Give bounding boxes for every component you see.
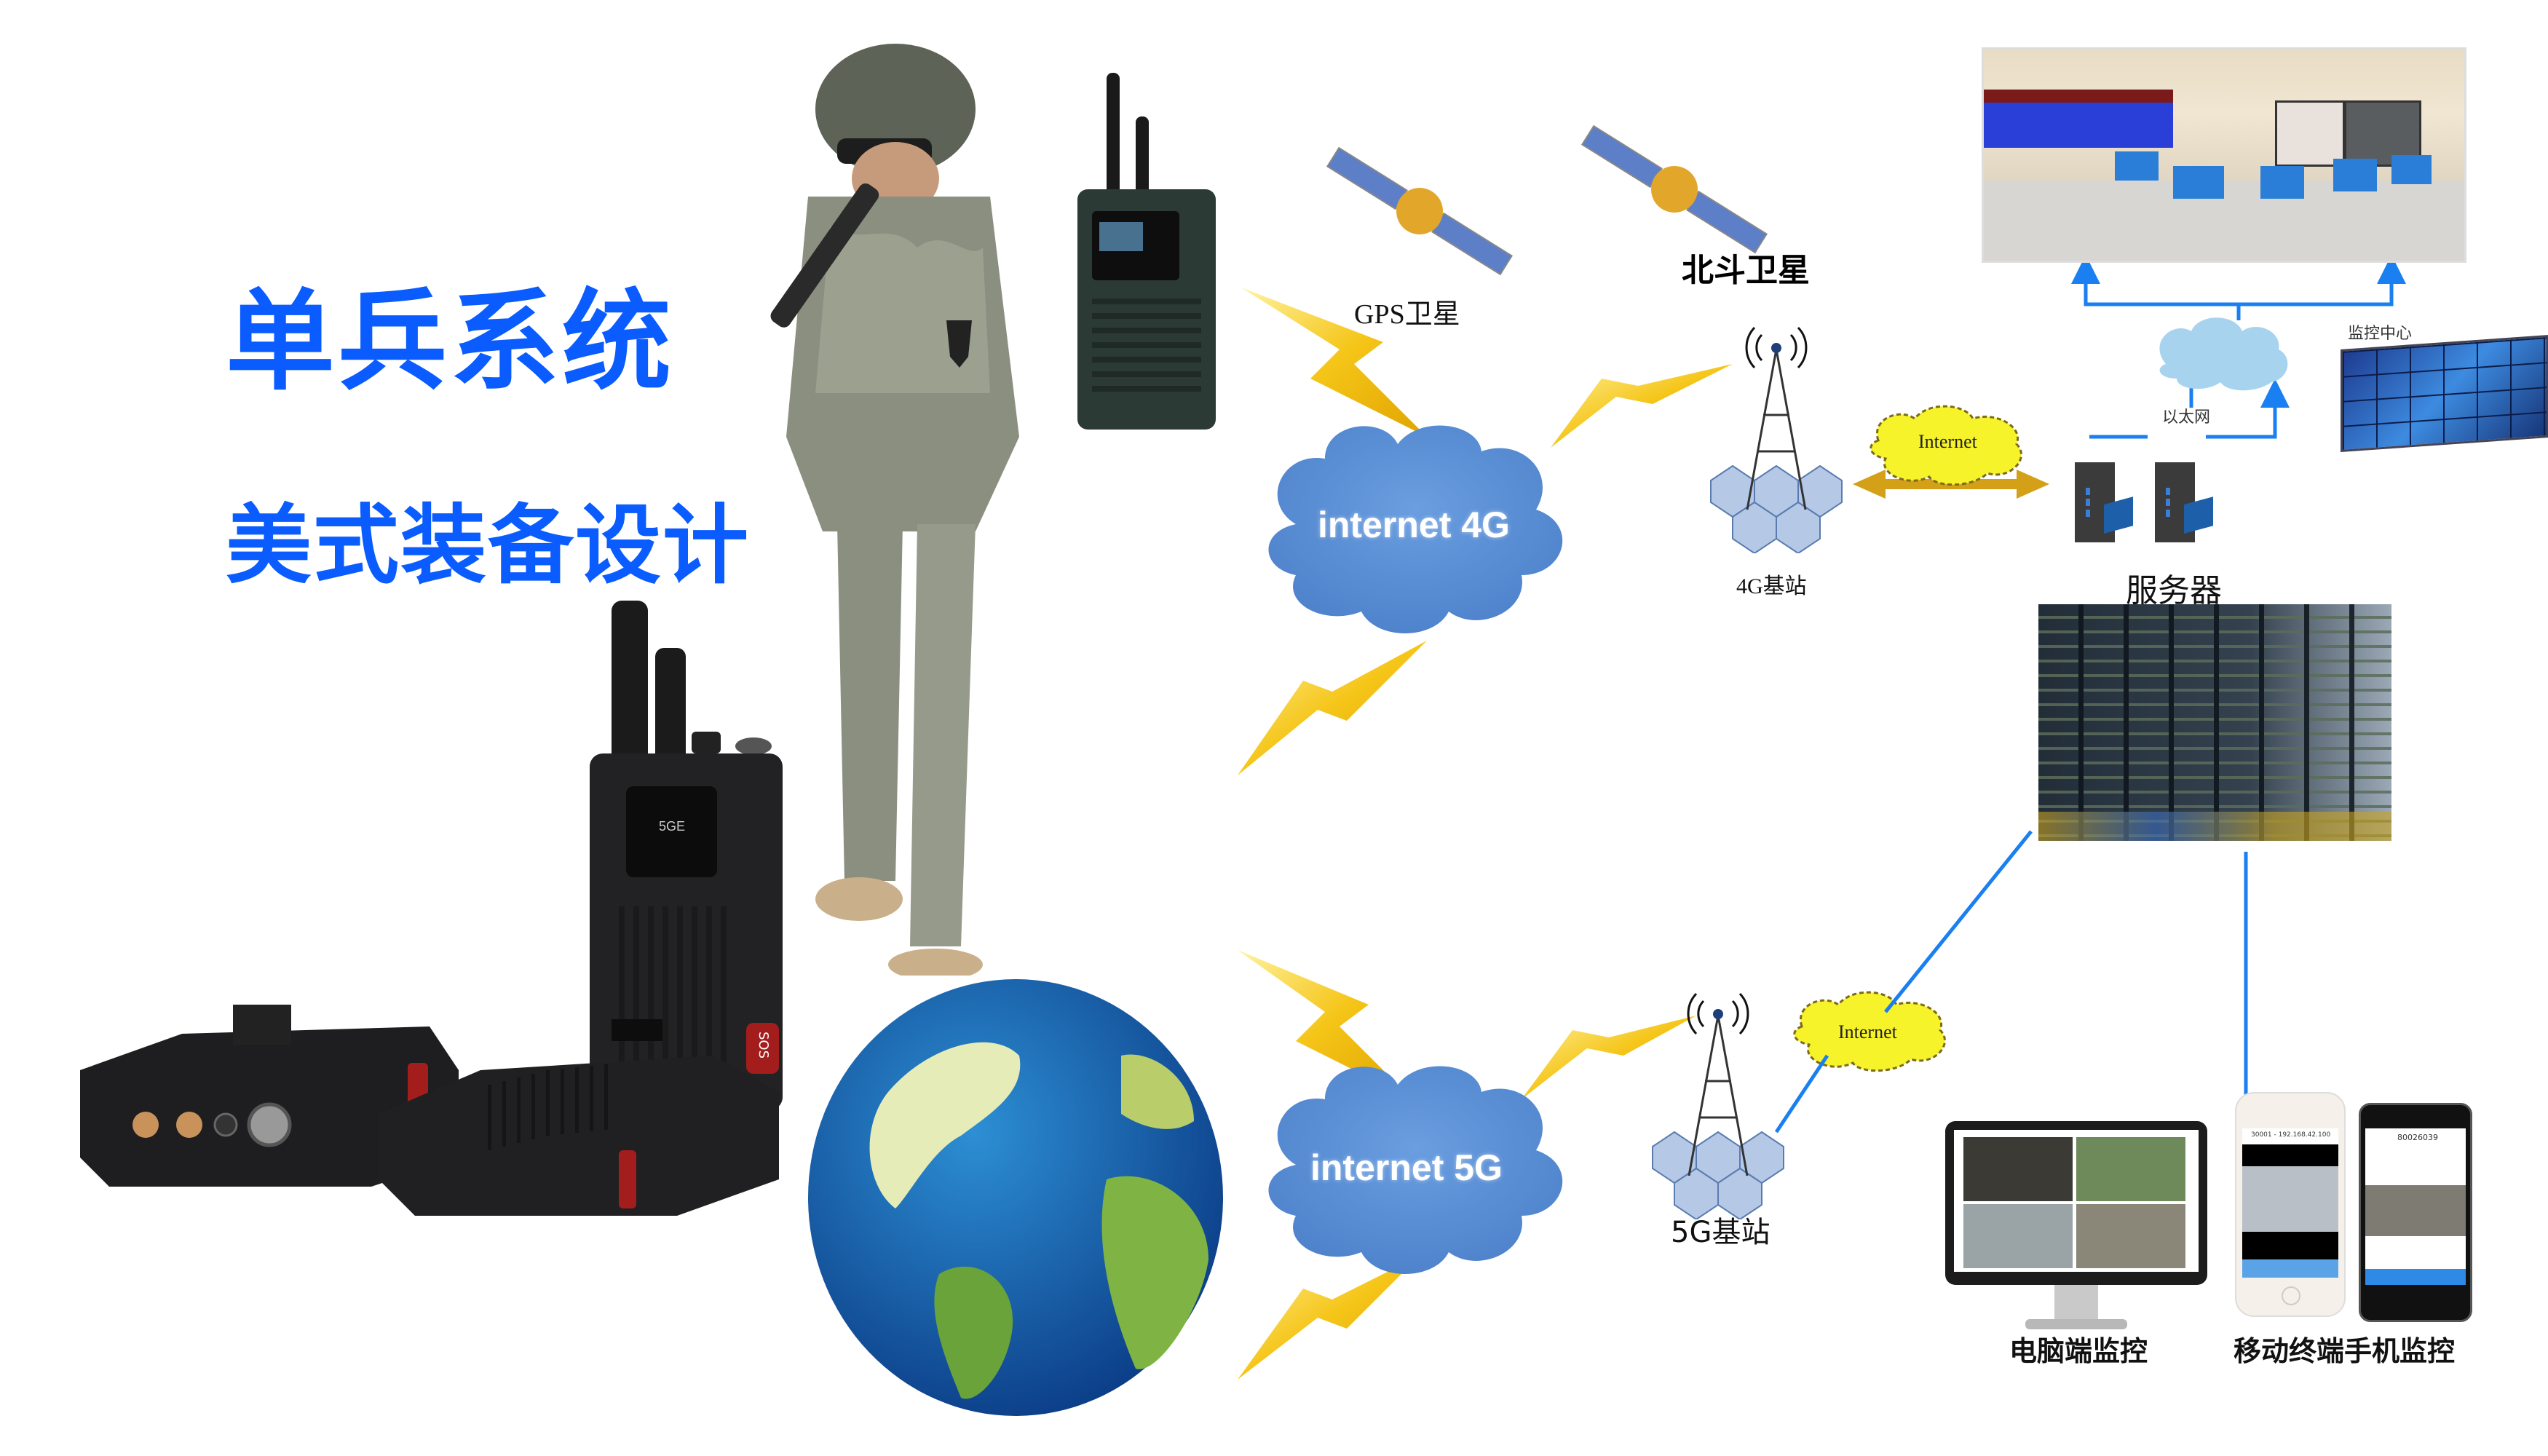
server-tower-icon — [2151, 459, 2217, 553]
ethernet-label: 以太网 — [2162, 408, 2211, 427]
desktop-monitor-image — [1945, 1121, 2215, 1332]
internet-4g-cloud: internet 4G — [1318, 505, 1510, 545]
internet-cloud-5g: Internet — [1838, 1021, 1897, 1042]
mobile-monitoring-label: 移动终端手机监控 — [2234, 1335, 2456, 1367]
4g-base-station-icon — [1682, 320, 1871, 555]
server-tower-icon — [2071, 459, 2137, 553]
desktop-monitoring-label: 电脑端监控 — [2009, 1335, 2148, 1367]
server-room-image — [2038, 604, 2391, 841]
device-screen-text: 5GE — [659, 819, 686, 834]
5g-base-station-label: 5G基站 — [1671, 1216, 1770, 1249]
signal-bolt-icon — [1238, 950, 1696, 1380]
ios-app-header: 30001 - 192.168.42.100 — [2251, 1131, 2331, 1139]
beidou-satellite-label: 北斗卫星 — [1682, 252, 1810, 289]
internet-4g-cloud-shape — [1268, 425, 1563, 633]
globe-image — [801, 968, 1230, 1427]
video-wall-image — [2341, 335, 2548, 452]
server-label: 服务器 — [2126, 573, 2222, 609]
4g-base-station-label: 4G基站 — [1736, 574, 1807, 598]
internet-cloud-4g: Internet — [1918, 431, 1977, 452]
soldier-image — [728, 29, 1077, 981]
handheld-device-lying — [371, 1005, 823, 1223]
5g-base-station-icon — [1623, 986, 1813, 1221]
monitor-center-label: 监控中心 — [2348, 325, 2413, 343]
gps-satellite-label: GPS卫星 — [1354, 299, 1460, 330]
iphone-client-image: 30001 - 192.168.42.100 — [2235, 1092, 2346, 1317]
gps-satellite-icon — [1318, 138, 1522, 284]
backpack-radio-image — [1077, 73, 1216, 437]
android-client-image: 80026039 — [2359, 1103, 2472, 1322]
internet-cloud-shape — [1793, 405, 2022, 1072]
android-app-header: 80026039 — [2397, 1133, 2438, 1142]
beidou-satellite-icon — [1572, 116, 1776, 262]
page-title: 单兵系统 — [226, 279, 675, 405]
ethernet-cloud-shape — [2159, 317, 2288, 391]
internet-5g-cloud-shape — [1268, 1066, 1563, 1274]
signal-bolt-icon — [1238, 288, 1733, 775]
control-room-image — [1982, 47, 2466, 263]
internet-5g-cloud: internet 5G — [1310, 1147, 1503, 1188]
page-subtitle: 美式装备设计 — [226, 495, 751, 596]
